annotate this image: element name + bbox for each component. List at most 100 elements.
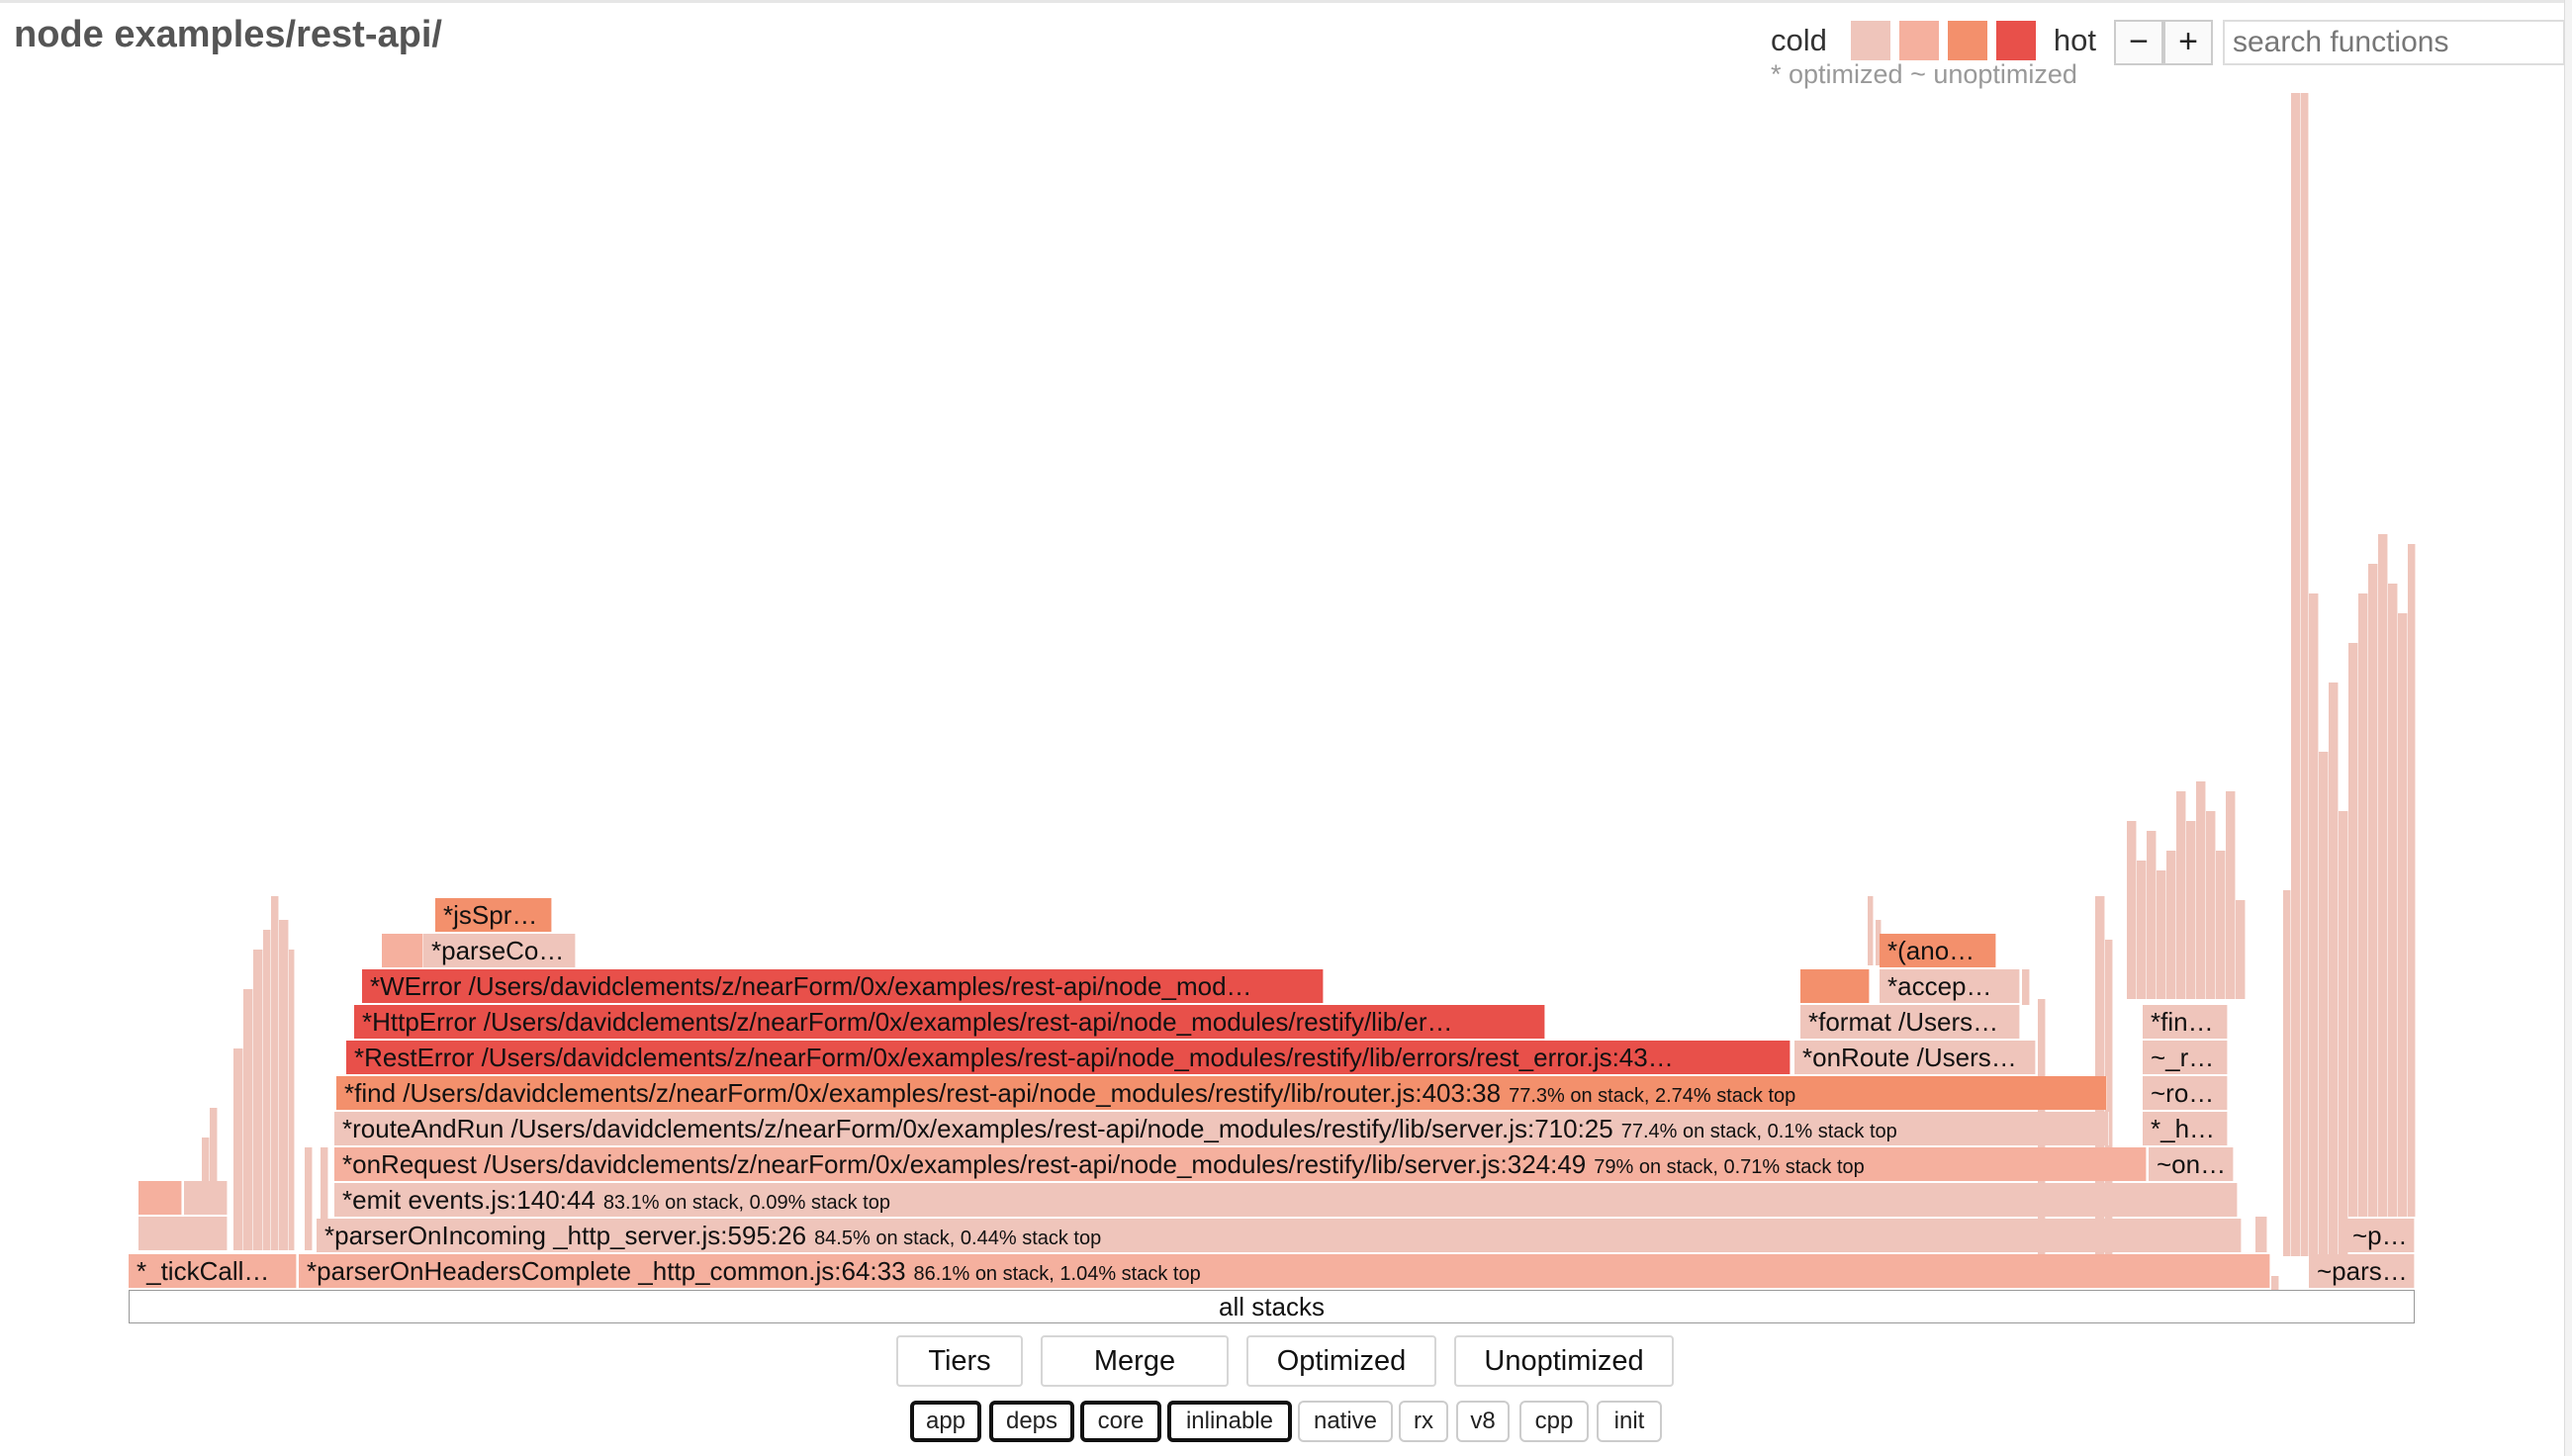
stack-spike[interactable]	[2398, 613, 2408, 1217]
optimization-legend-note: * optimized ~ unoptimized	[1771, 59, 2077, 89]
stack-spike[interactable]	[2271, 1276, 2279, 1290]
filter-native-button[interactable]: native	[1298, 1401, 1393, 1442]
stack-spike[interactable]	[279, 920, 289, 1250]
stack-spike[interactable]	[2408, 544, 2416, 1217]
merge-button[interactable]: Merge	[1041, 1335, 1229, 1387]
stack-spike[interactable]	[2147, 831, 2157, 999]
stack-spike[interactable]	[2291, 93, 2301, 1256]
stack-spike[interactable]	[1868, 896, 1874, 965]
stack-spike[interactable]	[305, 1147, 313, 1250]
frame-accept[interactable]	[1800, 969, 1870, 1003]
stack-spike[interactable]	[2388, 584, 2398, 1217]
legend-swatch-4	[1995, 21, 2036, 60]
optimized-button[interactable]: Optimized	[1246, 1335, 1436, 1387]
stack-spike[interactable]	[253, 950, 263, 1250]
stack-spike[interactable]	[271, 896, 279, 1250]
filter-inlinable-button[interactable]: inlinable	[1167, 1401, 1292, 1442]
stack-spike[interactable]	[2105, 940, 2113, 1266]
filter-rx-button[interactable]: rx	[1399, 1401, 1448, 1442]
filter-init-button[interactable]: init	[1597, 1401, 1662, 1442]
filter-deps-button[interactable]: deps	[989, 1401, 1074, 1442]
stack-spike[interactable]	[210, 1108, 218, 1181]
stack-spike[interactable]	[2166, 851, 2176, 999]
frame-handler[interactable]: *_h…	[2143, 1112, 2228, 1145]
frame-fin[interactable]: *fin…	[2143, 1005, 2228, 1039]
stack-spike[interactable]	[2283, 890, 2291, 1256]
heat-legend: cold hot	[1771, 16, 2096, 65]
filter-toolbar: app deps core inlinable native rx v8 cpp…	[0, 1401, 2572, 1444]
frame-tick-callback[interactable]: *_tickCall…	[129, 1254, 297, 1288]
stack-spike[interactable]	[2236, 900, 2246, 999]
frame-parser-unoptimized[interactable]: ~p…	[2344, 1219, 2415, 1252]
stack-spike[interactable]	[2329, 682, 2339, 1256]
stack-spike[interactable]	[233, 1048, 243, 1250]
stack-spike[interactable]	[2368, 564, 2378, 1217]
window-scrollbar[interactable]	[2564, 0, 2572, 1456]
frame-js-sprintf[interactable]: *jsSpr…	[435, 898, 552, 932]
filter-app-button[interactable]: app	[910, 1401, 981, 1442]
filter-core-button[interactable]: core	[1080, 1401, 1161, 1442]
legend-cold-label: cold	[1771, 23, 1827, 57]
frame-parser-on-incoming[interactable]: *parserOnIncoming _http_server.js:595:26…	[317, 1219, 2242, 1252]
stack-spike[interactable]	[202, 1138, 210, 1181]
window-top-border	[0, 0, 2572, 5]
stack-spike[interactable]	[138, 1181, 182, 1215]
stack-spike[interactable]	[2255, 1217, 2267, 1252]
frame-w-error[interactable]: *WError /Users/davidclements/z/nearForm/…	[362, 969, 1324, 1003]
unoptimized-button[interactable]: Unoptimized	[1454, 1335, 1674, 1387]
stack-spike[interactable]	[2378, 534, 2388, 1217]
tiers-button[interactable]: Tiers	[896, 1335, 1023, 1387]
stack-spike[interactable]	[2137, 861, 2147, 999]
zoom-in-button[interactable]: +	[2163, 20, 2213, 65]
filter-v8-button[interactable]: v8	[1456, 1401, 1510, 1442]
legend-swatch-2	[1898, 21, 1939, 60]
legend-swatch-3	[1947, 21, 1987, 60]
stack-spike[interactable]	[2348, 643, 2358, 1217]
stack-spike[interactable]	[2186, 821, 2196, 999]
frame-parser-on-execute[interactable]: ~pars…	[2309, 1254, 2415, 1288]
frame-on-route[interactable]: *onRoute /Users…	[1794, 1041, 2036, 1074]
frame-format[interactable]: *format /Users…	[1800, 1005, 2020, 1039]
stack-spike[interactable]	[138, 1217, 228, 1250]
stack-spike[interactable]	[243, 989, 253, 1250]
frame-rest-error[interactable]: *RestError /Users/davidclements/z/nearFo…	[346, 1041, 1791, 1074]
frame-on-unoptimized[interactable]: ~on…	[2149, 1147, 2234, 1181]
stack-spike[interactable]	[2022, 969, 2030, 1005]
stack-spike[interactable]	[2216, 851, 2226, 999]
stack-spike[interactable]	[2301, 93, 2309, 1256]
legend-hot-label: hot	[2053, 23, 2096, 57]
filter-cpp-button[interactable]: cpp	[1519, 1401, 1589, 1442]
stack-spike[interactable]	[289, 950, 295, 1250]
frame-route-and-run[interactable]: *routeAndRun /Users/davidclements/z/near…	[334, 1112, 2109, 1145]
stack-spike[interactable]	[2309, 593, 2319, 1256]
stack-spike[interactable]	[2206, 811, 2216, 999]
stack-spike[interactable]	[184, 1181, 228, 1215]
frame-http-error[interactable]: *HttpError /Users/davidclements/z/nearFo…	[354, 1005, 1545, 1039]
frame-route-unoptimized[interactable]: ~ro…	[2143, 1076, 2228, 1110]
stack-spike[interactable]	[2176, 791, 2186, 999]
stack-spike[interactable]	[2339, 811, 2348, 1256]
stack-spike[interactable]	[2196, 781, 2206, 999]
search-input[interactable]	[2223, 20, 2565, 65]
frame-parser-on-headers-complete[interactable]: *parserOnHeadersComplete _http_common.js…	[299, 1254, 2270, 1288]
frame-find[interactable]: *find /Users/davidclements/z/nearForm/0x…	[336, 1076, 2107, 1110]
page-title: node examples/rest-api/	[14, 14, 442, 55]
view-toolbar: Tiers Merge Optimized Unoptimized	[0, 1335, 2572, 1389]
frame-anonymous[interactable]: *(ano…	[1880, 934, 1996, 967]
frame-small-left[interactable]	[382, 934, 423, 967]
flamegraph-root[interactable]: all stacks	[129, 1290, 2415, 1323]
stack-spike[interactable]	[2157, 870, 2166, 999]
legend-swatch-1	[1850, 21, 1890, 60]
frame-accept-handler[interactable]: *accep…	[1880, 969, 2020, 1003]
zoom-out-button[interactable]: −	[2114, 20, 2163, 65]
stack-spike[interactable]	[2226, 791, 2236, 999]
stack-spike[interactable]	[321, 1147, 328, 1250]
frame-r-unoptimized[interactable]: ~_r…	[2143, 1041, 2228, 1074]
stack-spike[interactable]	[2127, 821, 2137, 999]
frame-on-request[interactable]: *onRequest /Users/davidclements/z/nearFo…	[334, 1147, 2147, 1181]
stack-spike[interactable]	[2319, 752, 2329, 1256]
frame-parse-content[interactable]: *parseCo…	[423, 934, 576, 967]
stack-spike[interactable]	[2358, 593, 2368, 1217]
stack-spike[interactable]	[263, 930, 271, 1250]
